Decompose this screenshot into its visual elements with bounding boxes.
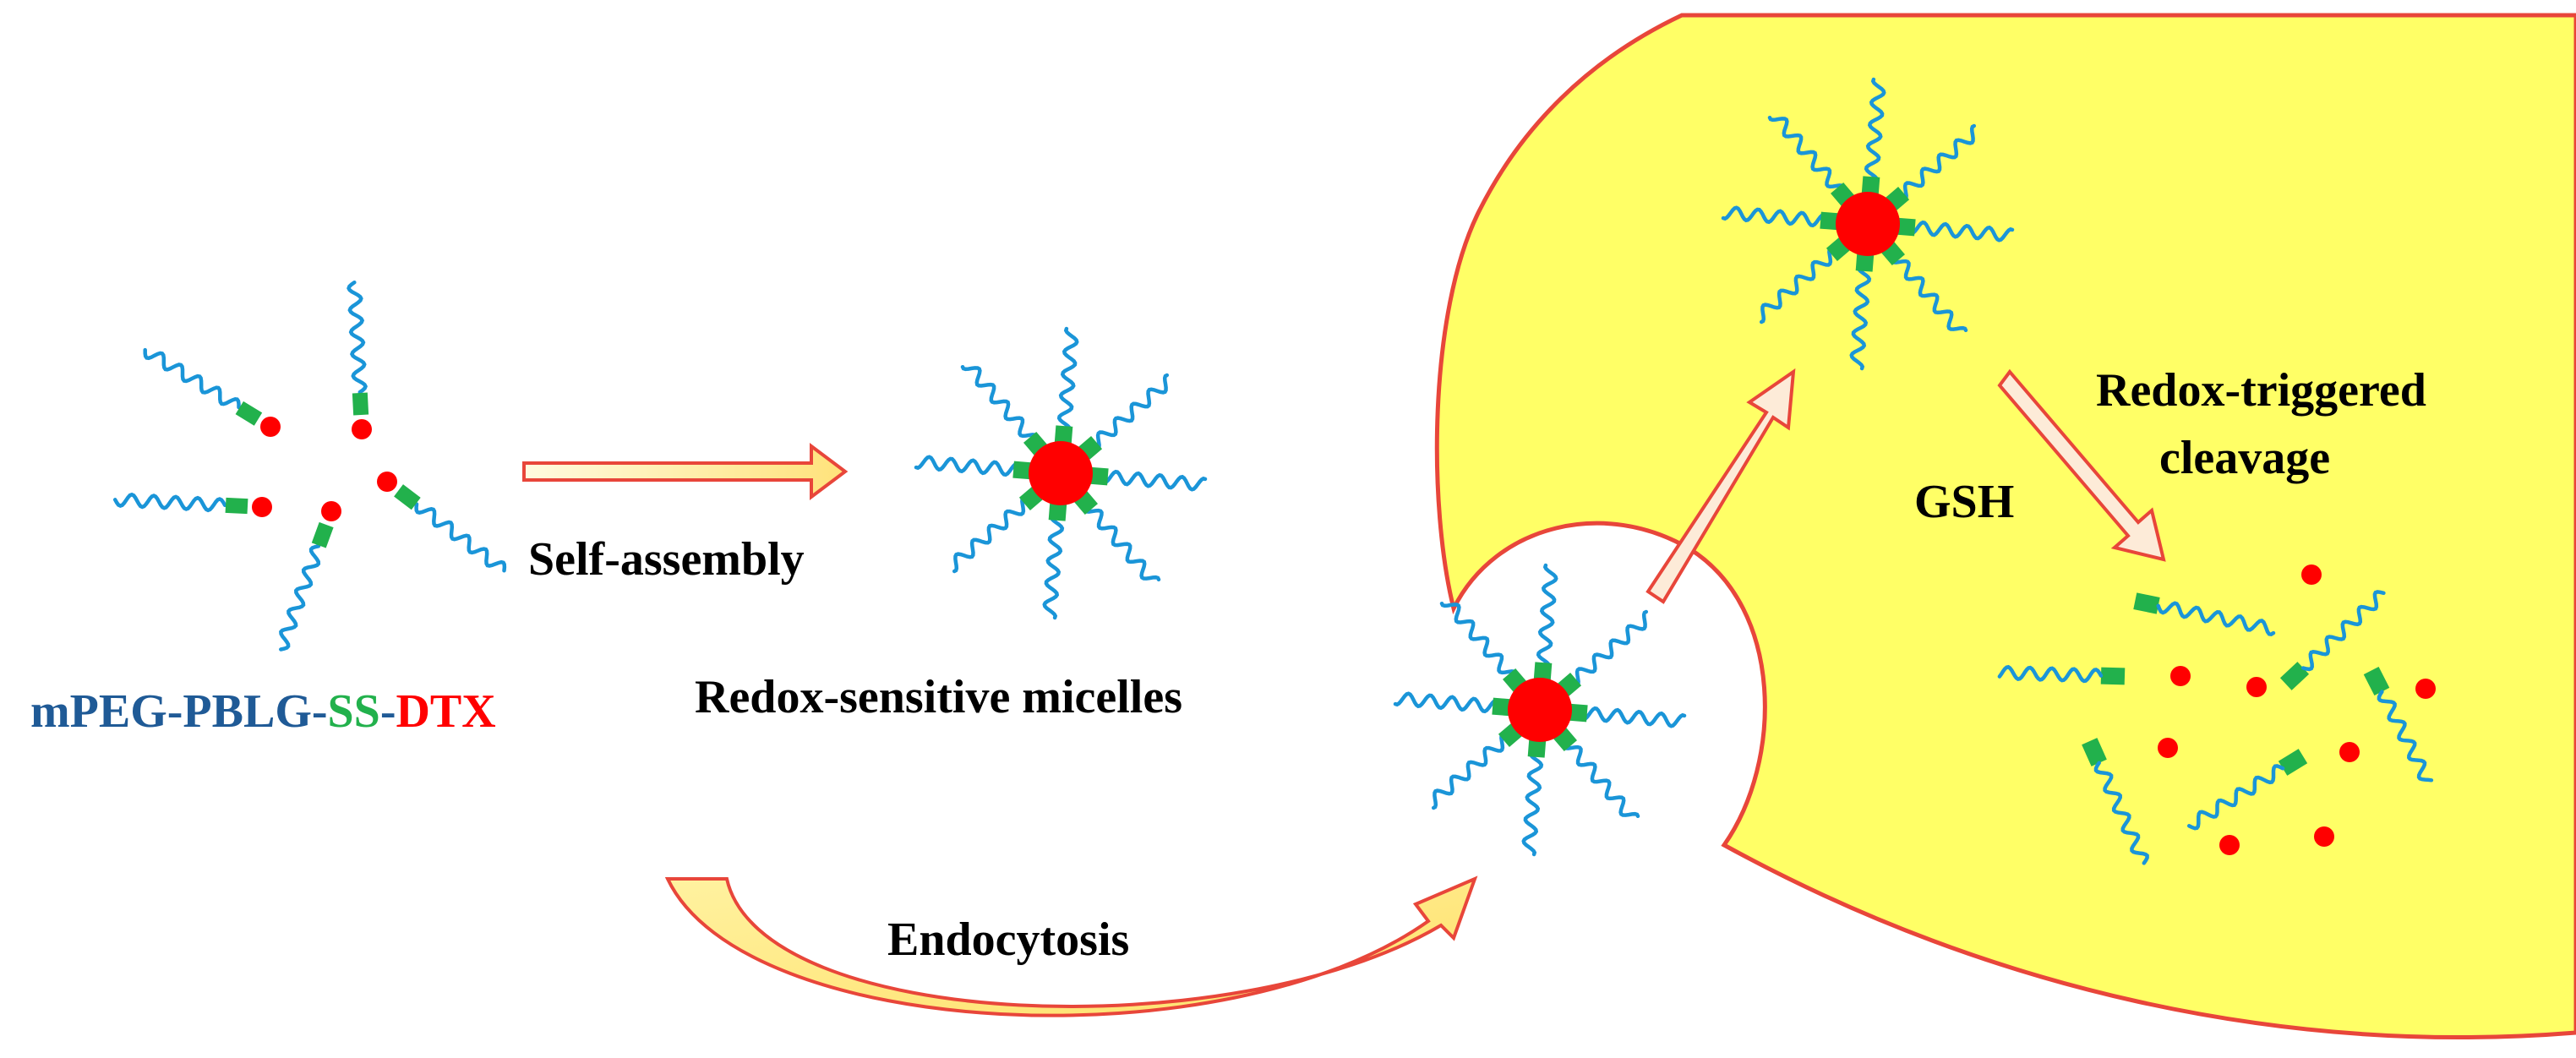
- peg-chain: [2156, 601, 2276, 637]
- cleavage-label-line2: cleavage: [2159, 432, 2330, 484]
- drug-dot: [321, 501, 341, 521]
- peg-chain: [143, 347, 241, 410]
- endocytosis-label: Endocytosis: [887, 913, 1129, 966]
- peg-chain: [1097, 469, 1208, 492]
- peg-chain: [1042, 510, 1065, 620]
- micelle-core: [1508, 678, 1572, 742]
- peg-chain: [279, 544, 321, 652]
- micelle-intracellular: [1721, 77, 2015, 371]
- free-drug-dot: [2246, 677, 2267, 697]
- micelle-endocytosed: [1393, 563, 1687, 857]
- polymer-label-dash: -: [380, 685, 396, 738]
- cleavage-label-line1: Redox-triggered: [2096, 364, 2426, 417]
- peg-chain: [1561, 737, 1640, 819]
- free-drug-dot: [2219, 835, 2240, 855]
- free-drug-dot: [2339, 742, 2360, 762]
- peg-chain: [414, 502, 507, 573]
- peg-chain: [1864, 77, 1886, 188]
- peg-chain: [1439, 601, 1519, 683]
- peg-chain: [1056, 326, 1079, 437]
- polymer-label-drug: DTX: [396, 685, 495, 738]
- fragment-3: [2279, 590, 2386, 690]
- micelle-core: [1029, 441, 1093, 505]
- peg-chain: [1997, 664, 2104, 684]
- unimer-2: [347, 280, 372, 439]
- peg-chain: [347, 280, 368, 395]
- drug-dot: [377, 472, 397, 492]
- micelle-core: [1836, 192, 1900, 256]
- fragment-6: [2186, 749, 2308, 831]
- peg-chain: [914, 455, 1024, 477]
- peg-chain: [1393, 691, 1504, 714]
- cleavage-arrow: [1997, 368, 2166, 562]
- ss-linker: [352, 392, 369, 416]
- polymer-label-linker: SS: [328, 685, 380, 738]
- fragment-4: [2363, 666, 2434, 783]
- ss-linker: [235, 401, 263, 426]
- ss-linker: [2133, 592, 2160, 614]
- peg-chain: [1082, 500, 1161, 582]
- peg-chain: [952, 494, 1034, 574]
- ss-linker: [2082, 738, 2107, 766]
- peg-chain: [1895, 123, 1977, 203]
- ss-linker: [2363, 666, 2390, 696]
- ss-linker: [2278, 749, 2308, 776]
- free-drug-dot: [2314, 826, 2334, 847]
- ss-linker: [225, 497, 248, 515]
- peg-chain: [2300, 590, 2386, 672]
- peg-chain: [1904, 220, 2015, 243]
- peg-chain: [960, 364, 1040, 446]
- endocytosis-arrow: [664, 875, 1478, 1017]
- peg-chain: [1889, 251, 1968, 333]
- ss-linker: [311, 521, 334, 548]
- peg-chain: [2093, 761, 2149, 865]
- fragment-1: [2133, 592, 2276, 637]
- self-assembly-label: Self-assembly: [528, 533, 805, 586]
- ss-linker: [2100, 667, 2126, 685]
- polymer-label: mPEG-PBLG-SS-DTX: [30, 685, 496, 738]
- peg-chain: [1521, 746, 1544, 857]
- peg-chain: [1849, 260, 1872, 371]
- unimer-5: [377, 472, 507, 573]
- free-drug-dot: [2415, 679, 2436, 699]
- free-drug-dot: [2158, 738, 2178, 758]
- peg-chain: [112, 492, 227, 513]
- micelle-free: [914, 326, 1208, 620]
- drug-dot: [260, 417, 281, 437]
- peg-chain: [1576, 706, 1687, 728]
- free-drug-dot: [2170, 666, 2191, 686]
- cell-body: [1434, 13, 2576, 1039]
- peg-chain: [1431, 731, 1513, 810]
- peg-chain: [2377, 690, 2434, 783]
- peg-chain: [1088, 373, 1170, 452]
- peg-chain: [1767, 115, 1847, 197]
- cleaved-fragments: [1997, 564, 2436, 865]
- polymer-label-backbone: mPEG-PBLG-: [30, 685, 328, 738]
- fragment-2: [1997, 664, 2126, 685]
- drug-dot: [252, 497, 272, 517]
- uptake-arrow: [1645, 368, 1796, 604]
- peg-chain: [1759, 245, 1841, 324]
- drug-dot: [352, 419, 372, 439]
- fragment-5: [2082, 738, 2149, 865]
- self-assembly-arrow: [522, 443, 849, 500]
- peg-chain: [1536, 563, 1558, 674]
- free-drug-dot: [2301, 564, 2322, 585]
- micelles-label: Redox-sensitive micelles: [695, 671, 1182, 723]
- gsh-label: GSH: [1914, 476, 2014, 528]
- polymer-unimers: [112, 280, 507, 652]
- unimer-3: [112, 492, 272, 517]
- unimer-1: [143, 347, 281, 437]
- ss-linker: [394, 484, 421, 510]
- peg-chain: [2186, 764, 2285, 831]
- unimer-4: [279, 501, 341, 652]
- peg-chain: [1567, 609, 1649, 689]
- peg-chain: [1721, 205, 1831, 228]
